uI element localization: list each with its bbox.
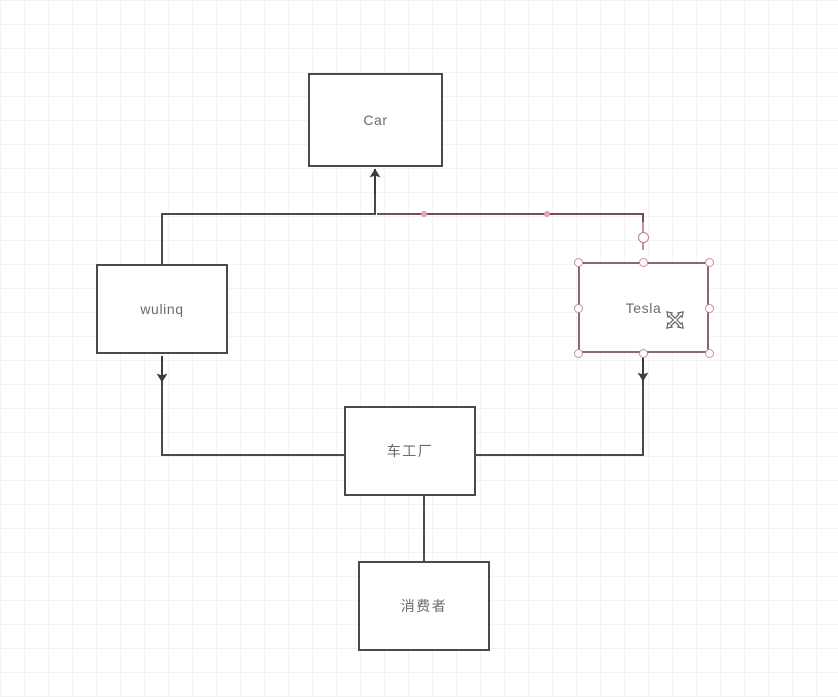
edge-waypoint-1[interactable] (421, 211, 427, 217)
edge-line-selected (377, 213, 644, 237)
edge-factory-to-wulinq[interactable] (156, 356, 344, 456)
node-consumer-label: 消费者 (400, 598, 448, 614)
edge-endpoint-handle[interactable] (637, 231, 649, 243)
edge-line (161, 181, 376, 264)
edge-tesla-to-car[interactable] (377, 213, 644, 250)
handle-middle-right[interactable] (704, 303, 714, 313)
node-car-factory[interactable]: 车工厂 (344, 406, 476, 496)
node-tesla[interactable]: Tesla (578, 262, 709, 353)
node-car[interactable]: Car (308, 73, 443, 167)
handle-middle-left[interactable] (573, 303, 583, 313)
edge-line (476, 367, 644, 456)
node-wulinq-label: wulinq (140, 301, 184, 317)
handle-top-left[interactable] (573, 257, 583, 267)
edge-factory-to-tesla[interactable] (476, 355, 649, 456)
edge-line (161, 368, 344, 456)
handle-top-center[interactable] (638, 257, 648, 267)
node-consumer[interactable]: 消费者 (358, 561, 490, 651)
handle-bottom-right[interactable] (704, 348, 714, 358)
handle-bottom-center[interactable] (638, 348, 648, 358)
node-wulinq[interactable]: wulinq (96, 264, 228, 354)
node-tesla-label: Tesla (625, 299, 662, 316)
node-car-factory-label: 车工厂 (386, 443, 434, 459)
handle-bottom-left[interactable] (573, 348, 583, 358)
edge-waypoint-2[interactable] (544, 211, 550, 217)
handle-top-right[interactable] (704, 257, 714, 267)
edge-wulinq-to-car[interactable] (161, 168, 381, 264)
node-car-label: Car (363, 112, 388, 128)
